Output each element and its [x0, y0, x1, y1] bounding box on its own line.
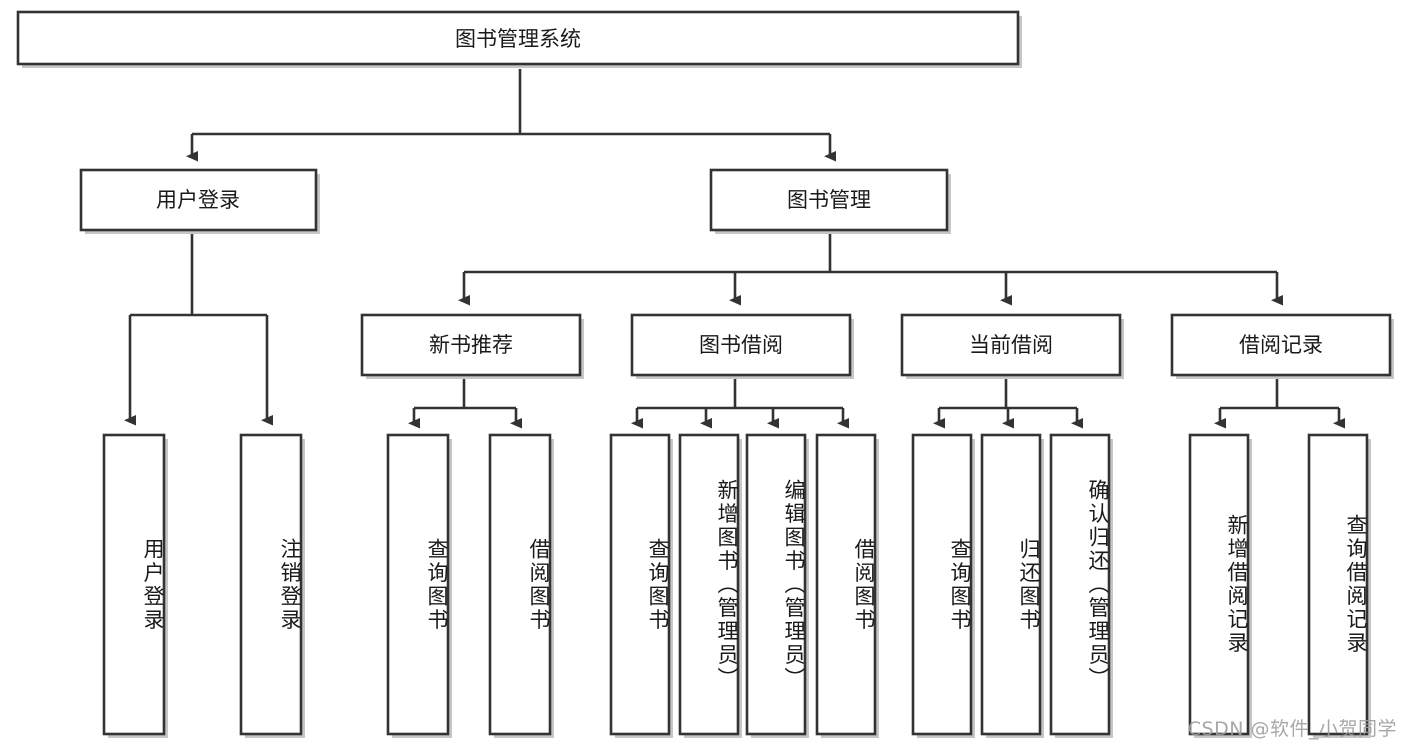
node-book-management[interactable]: 图书管理: [709, 168, 951, 234]
edge-group-borrow-record: [1214, 379, 1345, 429]
edge-group-user-login: [124, 234, 273, 426]
node-borrow-record-label: 借阅记录: [1239, 333, 1323, 357]
edge-group-book-management: [458, 234, 1283, 306]
node-borrow-record[interactable]: 借阅记录: [1170, 313, 1394, 379]
leaf-node-add-book-admin[interactable]: [678, 433, 742, 738]
edge-group-book-borrow: [631, 379, 849, 429]
leaf-node-edit-book-admin[interactable]: [745, 433, 809, 738]
edge-group-current-borrow: [933, 379, 1083, 429]
node-new-book-recommend-label: 新书推荐: [429, 333, 513, 357]
edge-group-new-book: [408, 379, 522, 429]
leaf-node-add-borrow-record[interactable]: [1188, 433, 1252, 738]
leaf-node-query-book-current[interactable]: [911, 433, 975, 738]
leaf-node-user-logout[interactable]: [239, 433, 305, 738]
leaf-node-user-login[interactable]: [102, 433, 168, 738]
node-book-borrow-label: 图书借阅: [699, 333, 783, 357]
leaf-node-borrow-book[interactable]: [815, 433, 879, 738]
leaf-node-borrow-book-recommend[interactable]: [488, 433, 554, 738]
node-root-system[interactable]: 图书管理系统: [16, 10, 1022, 68]
leaf-node-return-book[interactable]: [980, 433, 1044, 738]
node-current-borrow-label: 当前借阅: [969, 333, 1053, 357]
leaf-node-confirm-return-admin[interactable]: [1049, 433, 1113, 738]
csdn-watermark: CSDN @软件_小贺同学: [1187, 718, 1397, 740]
node-book-management-label: 图书管理: [787, 188, 871, 212]
leaf-node-query-borrow-record[interactable]: [1307, 433, 1371, 738]
leaf-node-query-book-borrow[interactable]: [609, 433, 673, 738]
node-new-book-recommend[interactable]: 新书推荐: [360, 313, 584, 379]
leaf-node-query-book-recommend[interactable]: [386, 433, 452, 738]
node-user-login-label: 用户登录: [156, 188, 240, 212]
edge-group-root: [186, 69, 836, 162]
node-user-login[interactable]: 用户登录: [79, 168, 320, 234]
node-root-label: 图书管理系统: [455, 27, 581, 51]
node-book-borrow[interactable]: 图书借阅: [630, 313, 854, 379]
node-current-borrow[interactable]: 当前借阅: [900, 313, 1124, 379]
